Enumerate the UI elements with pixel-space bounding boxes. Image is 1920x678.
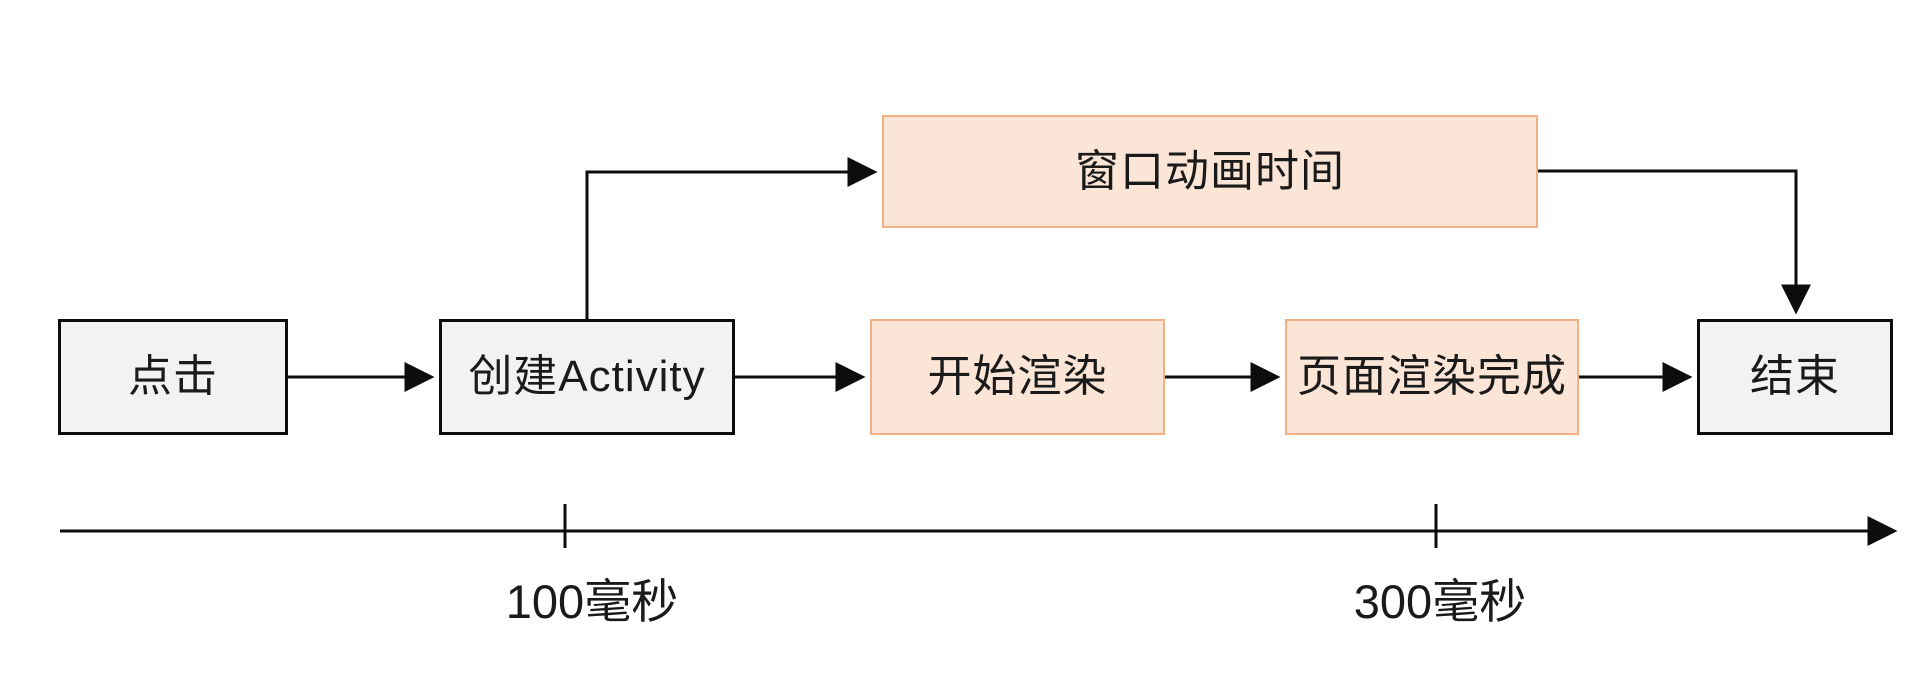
node-window-animation-time-label: 窗口动画时间 (1075, 146, 1345, 196)
node-end: 结束 (1697, 319, 1893, 435)
timeline-label-100ms: 100毫秒 (505, 575, 679, 628)
timeline-label-300ms: 300毫秒 (1353, 575, 1527, 628)
node-create-activity: 创建Activity (439, 319, 735, 435)
node-render-complete-label: 页面渲染完成 (1297, 352, 1567, 401)
connector-create-activity-to-window-anim (585, 157, 878, 319)
node-window-animation-time: 窗口动画时间 (882, 115, 1538, 228)
connector-window-anim-to-end (1538, 169, 1811, 315)
node-click: 点击 (58, 319, 288, 435)
node-render-complete: 页面渲染完成 (1285, 319, 1579, 435)
node-start-render-label: 开始渲染 (927, 352, 1108, 401)
node-start-render: 开始渲染 (870, 319, 1165, 435)
node-click-label: 点击 (128, 352, 218, 401)
node-end-label: 结束 (1750, 352, 1840, 401)
node-create-activity-label: 创建Activity (468, 352, 706, 401)
